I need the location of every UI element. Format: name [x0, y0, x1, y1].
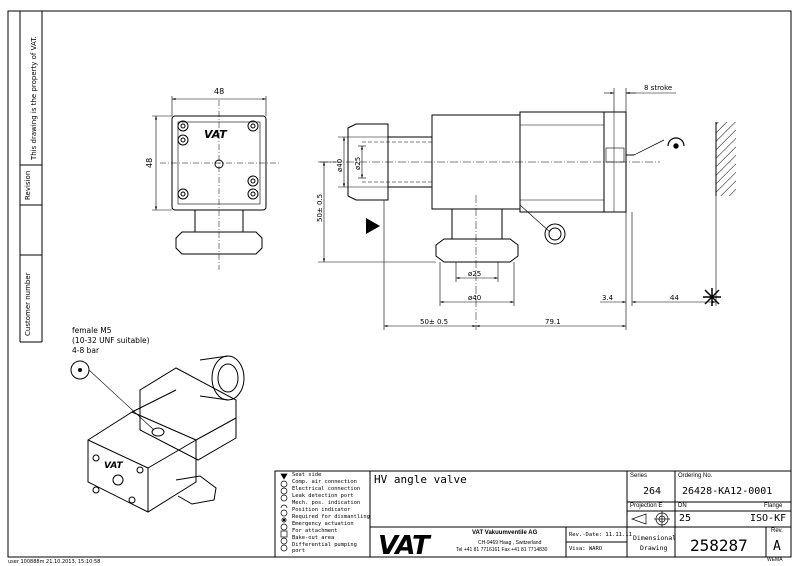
dim-44: 44	[670, 294, 679, 302]
company-phone: Tel +41 81 7716161 Fax +41 81 7714830	[456, 547, 548, 553]
top-view	[160, 100, 280, 270]
property-notice: This drawing is the property of VAT.	[30, 36, 38, 161]
legend-item: Leak detection port	[292, 492, 354, 499]
differential-pumping-icon	[280, 544, 288, 552]
comp-air-icon	[280, 480, 288, 488]
ordering-label: Ordering No.	[678, 473, 713, 479]
top-view-logo: VAT	[204, 128, 228, 141]
rev-date: Rev.-Date: 11.11.11	[569, 532, 632, 538]
dim-dia-25-upper: ø25	[354, 157, 362, 170]
bake-out-icon	[280, 537, 288, 545]
flange-label: Flange	[764, 503, 783, 509]
dim-length-79-1: 79.1	[545, 318, 561, 326]
seat-side-icon	[280, 473, 288, 480]
projection-symbol-icon	[630, 511, 670, 527]
side-panel: This drawing is the property of VAT. Rev…	[19, 11, 43, 343]
dim-length-50: 50± 0.5	[420, 318, 448, 326]
rev-value: A	[773, 539, 781, 554]
footer-meta: user 100888m 21.10.2013, 15:10:58	[8, 559, 100, 565]
wall	[715, 122, 736, 196]
seat-side-marker-icon	[366, 218, 380, 234]
legend-item: Differential pumping port	[292, 541, 357, 555]
dim-3-4: 3.4	[602, 294, 614, 302]
legend-item: For attachment	[292, 527, 338, 534]
legend-item: Comp. air connection	[292, 478, 357, 485]
revision-label: Revision	[24, 171, 32, 200]
dn-label: DN	[678, 503, 687, 509]
legend-item: Electrical connection	[292, 485, 361, 492]
iso-view-logo: VAT	[104, 461, 123, 471]
mech-pos-icon	[280, 504, 288, 509]
leak-detection-icon	[280, 494, 288, 502]
flange-value: ISO-KF	[750, 513, 787, 524]
rev-label: Rev.	[771, 528, 783, 534]
side-view	[320, 111, 660, 330]
dim-top-height: 48	[145, 158, 154, 168]
dn-value: 25	[679, 513, 692, 524]
required-for-dismantling-icon	[703, 288, 721, 306]
top-view-dimensions	[152, 96, 267, 211]
dim-stroke: 8 stroke	[644, 84, 672, 92]
corner-code: WEMA	[767, 557, 783, 563]
dismantling-icon	[281, 517, 287, 523]
projection-label: Projection E	[630, 503, 663, 509]
title-block	[274, 470, 792, 558]
comp-air-connection-icon	[70, 360, 155, 431]
drawing-label: Drawing	[640, 544, 668, 552]
dim-dia-25-lower: ø25	[468, 270, 481, 278]
drawing-number: 258287	[690, 536, 748, 555]
dim-dia-40-lower: ø40	[468, 294, 481, 302]
position-indicator-legend-icon	[280, 509, 288, 517]
drawing-title: HV angle valve	[374, 473, 467, 486]
side-view-dimensions	[318, 88, 717, 330]
position-indicator-icon	[633, 137, 685, 156]
note-line-3: 4-8 bar	[72, 346, 100, 355]
company-address: CH-9469 Haag , Switzerland	[478, 540, 542, 546]
note-line-2: (10-32 UNF suitable)	[72, 336, 150, 345]
ordering-value: 26428-KA12-0001	[682, 486, 773, 497]
dimensional-label: Dimensional	[633, 534, 677, 542]
visa: Visa: WARO	[569, 546, 603, 552]
vat-logo: VAT	[378, 531, 432, 561]
legend-icons	[280, 473, 288, 552]
note-line-1: female M5	[72, 326, 112, 335]
company-name: VAT Vakuumventile AG	[472, 530, 538, 536]
legend-item: Required for dismantling	[292, 513, 370, 520]
emergency-actuation-icon	[280, 523, 288, 531]
legend-item: Position indicator	[292, 506, 351, 513]
isometric-view	[87, 355, 245, 513]
electrical-connection-icon	[280, 487, 288, 495]
legend-item: Bake-out area	[292, 534, 335, 541]
series-label: Series	[630, 473, 648, 479]
legend-item: Emergency actuation	[292, 520, 354, 527]
series-value: 264	[643, 486, 662, 497]
legend-item: Seat side	[292, 472, 322, 478]
dim-top-width: 48	[214, 87, 224, 96]
dim-dia-40-upper: ø40	[336, 159, 344, 172]
dim-height-50: 50± 0.5	[316, 194, 324, 222]
customer-number-label: Customer number	[24, 272, 32, 336]
attachment-icon	[280, 530, 288, 538]
legend-item: Mech. pos. indication	[292, 499, 361, 506]
